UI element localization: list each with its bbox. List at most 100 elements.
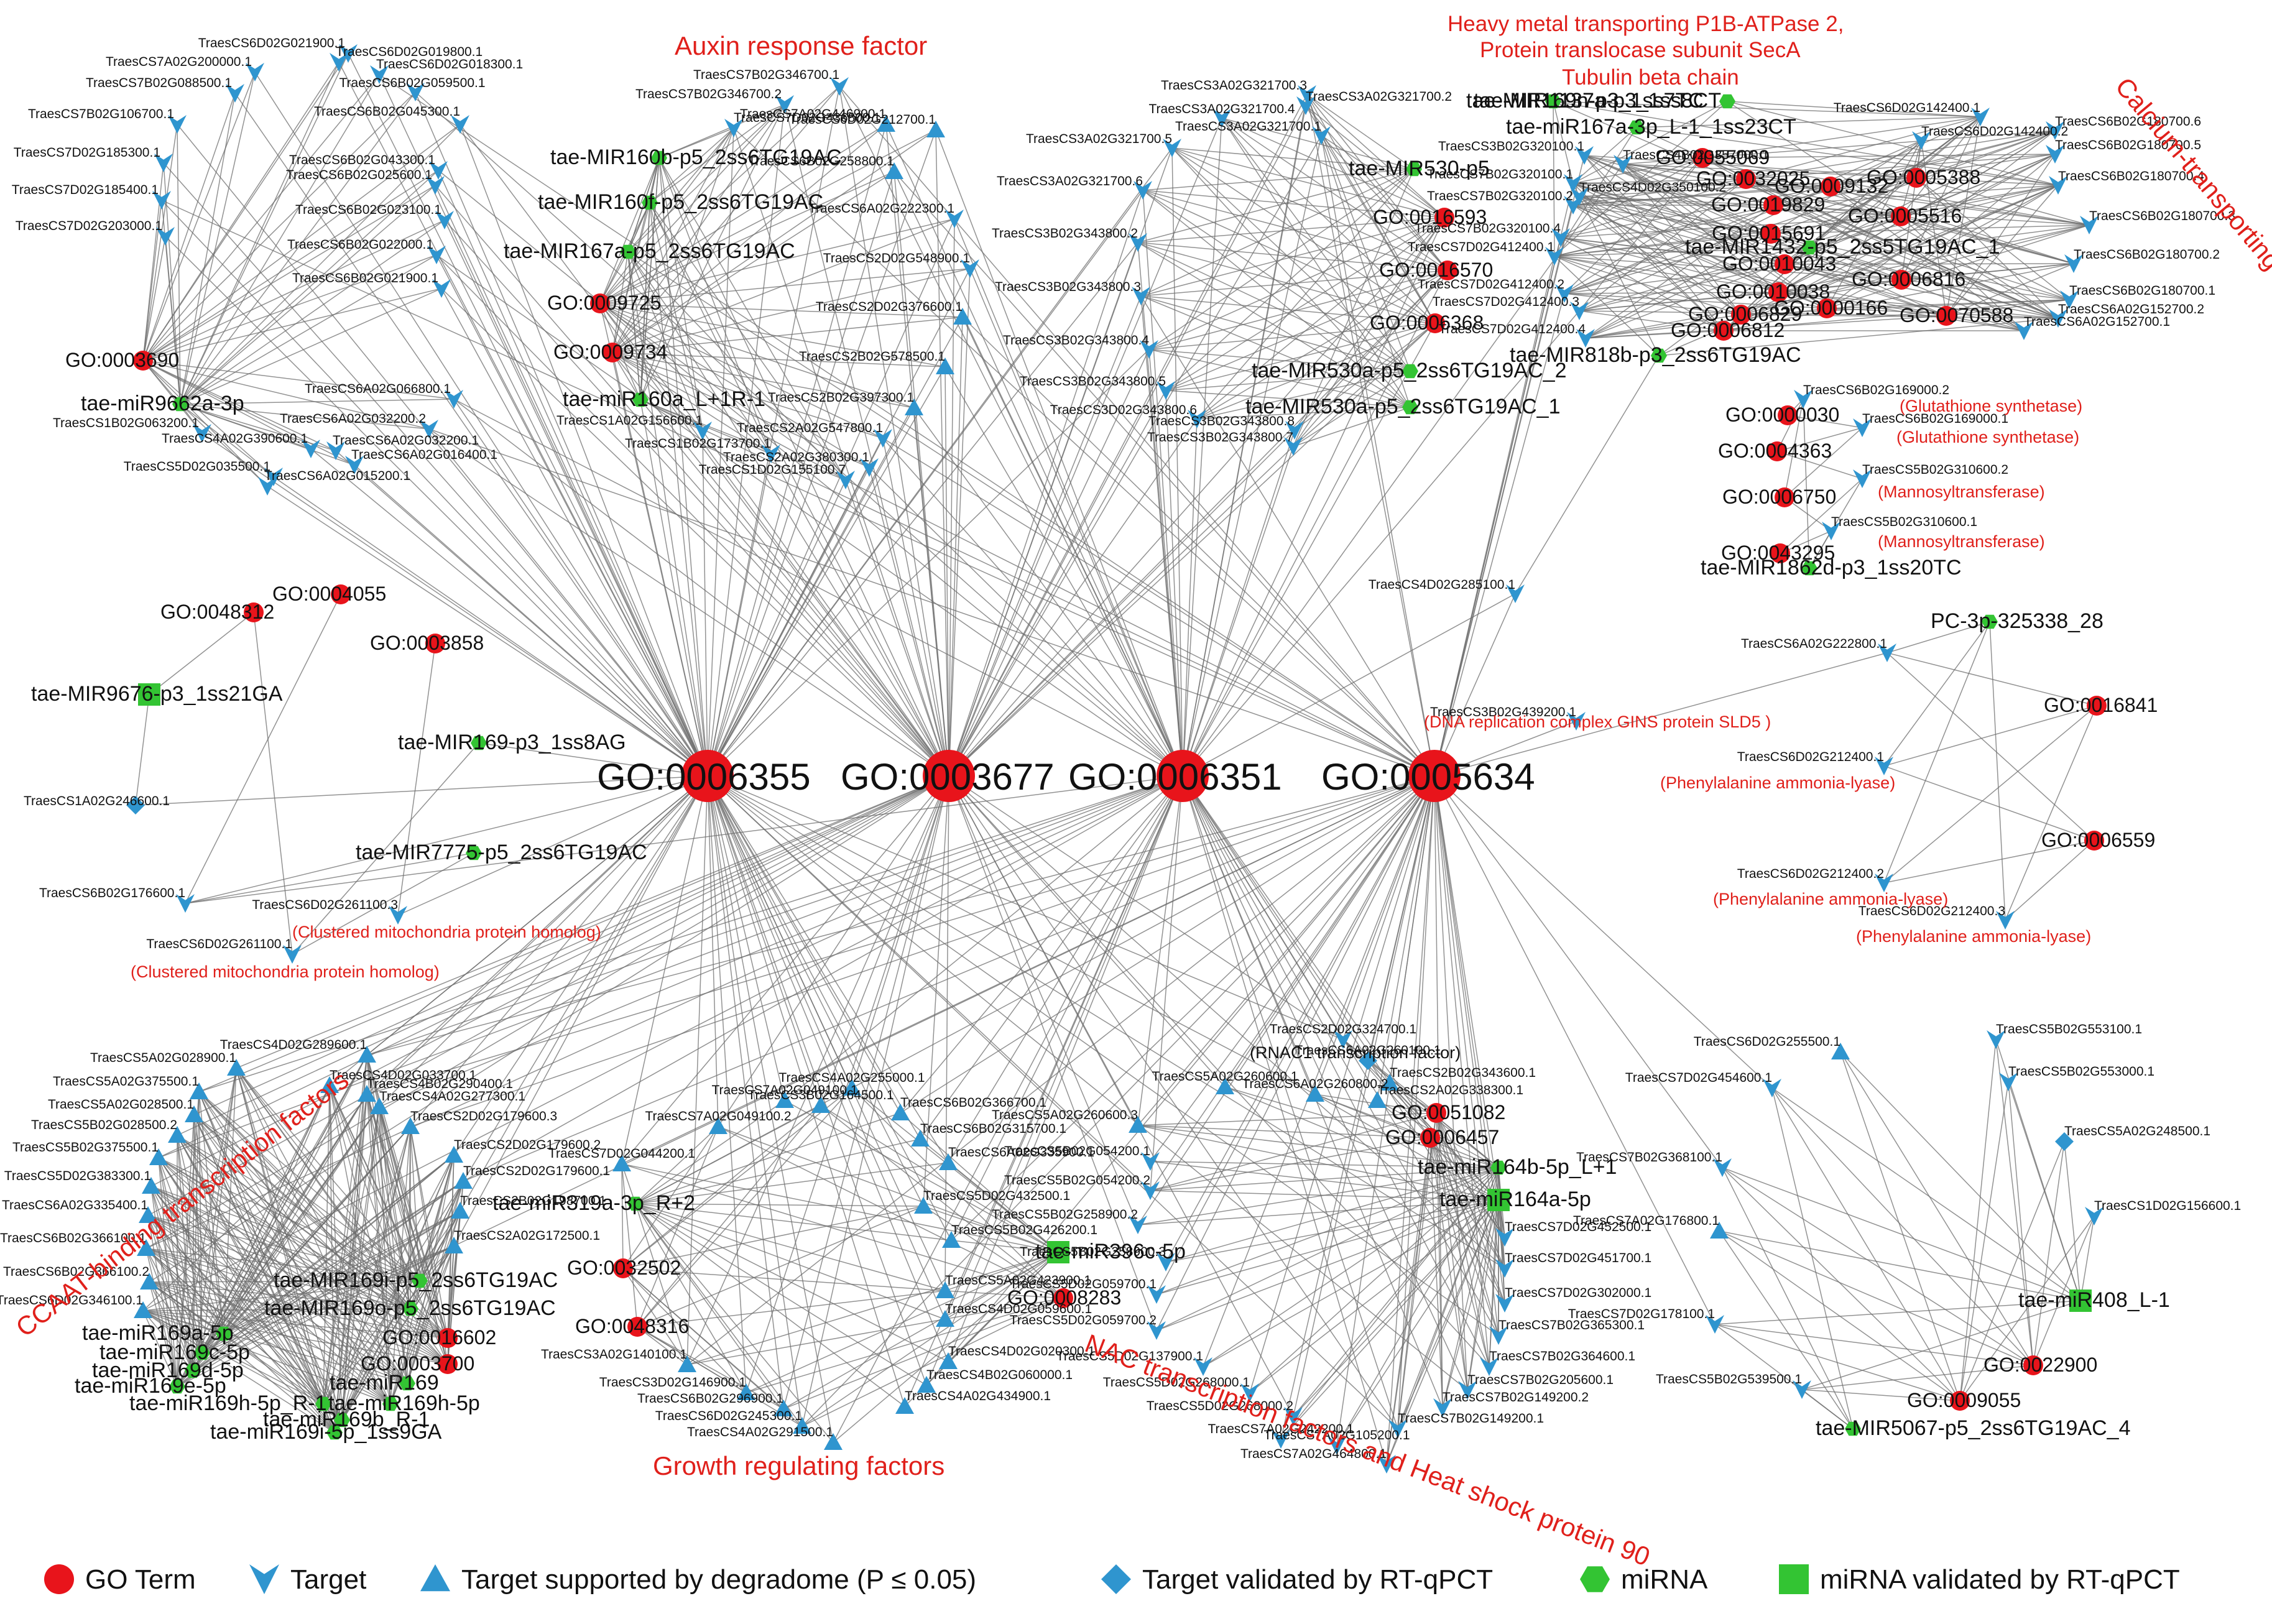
node-n182-circle-icon[interactable] bbox=[627, 1317, 647, 1337]
node-n042-hexagon-icon[interactable] bbox=[632, 392, 649, 407]
node-n215-down-chevron-icon[interactable] bbox=[1240, 1383, 1259, 1402]
node-n164-hexagon-icon[interactable] bbox=[382, 1396, 399, 1411]
node-n004-down-chevron-icon[interactable] bbox=[370, 65, 389, 84]
node-n074-down-chevron-icon[interactable] bbox=[2046, 121, 2064, 140]
node-n233-circle-icon[interactable] bbox=[2023, 1355, 2043, 1375]
node-n086-down-chevron-icon[interactable] bbox=[2064, 254, 2083, 273]
node-n010-down-chevron-icon[interactable] bbox=[429, 161, 448, 180]
node-n161-hexagon-icon[interactable] bbox=[169, 1379, 185, 1394]
node-n234-down-chevron-icon[interactable] bbox=[1793, 1380, 1811, 1399]
node-n026-down-chevron-icon[interactable] bbox=[258, 477, 277, 496]
node-n146-triangle-icon[interactable] bbox=[142, 1177, 160, 1194]
node-n160-hexagon-icon[interactable] bbox=[185, 1363, 201, 1378]
node-n018-hexagon-icon[interactable] bbox=[172, 397, 188, 412]
node-n040-circle-icon[interactable] bbox=[603, 343, 622, 362]
node-n230-down-chevron-icon[interactable] bbox=[2085, 1207, 2103, 1225]
node-n169-triangle-icon[interactable] bbox=[811, 1096, 830, 1113]
node-n067-down-chevron-icon[interactable] bbox=[1284, 437, 1303, 456]
node-n207-down-chevron-icon[interactable] bbox=[1157, 1253, 1175, 1271]
node-n177-triangle-icon[interactable] bbox=[942, 1231, 961, 1248]
node-n186-triangle-icon[interactable] bbox=[737, 1383, 755, 1400]
node-n206-down-chevron-icon[interactable] bbox=[1495, 1228, 1514, 1247]
node-n224-triangle-icon[interactable] bbox=[1831, 1043, 1850, 1059]
node-n108-circle-icon[interactable] bbox=[1778, 405, 1798, 425]
node-n155-hexagon-icon[interactable] bbox=[402, 1301, 418, 1316]
node-n103-down-chevron-icon[interactable] bbox=[1545, 247, 1564, 265]
node-n033-triangle-icon[interactable] bbox=[885, 162, 903, 179]
node-n201-down-chevron-icon[interactable] bbox=[1141, 1152, 1160, 1171]
node-n167-triangle-icon[interactable] bbox=[843, 1079, 861, 1096]
node-n059-down-chevron-icon[interactable] bbox=[1132, 287, 1150, 305]
node-n131-down-chevron-icon[interactable] bbox=[1875, 757, 1893, 775]
node-n055-down-chevron-icon[interactable] bbox=[1134, 181, 1152, 200]
node-n124-down-chevron-icon[interactable] bbox=[176, 894, 195, 913]
node-n032-hexagon-icon[interactable] bbox=[651, 150, 667, 165]
node-n094-circle-icon[interactable] bbox=[1714, 321, 1734, 341]
node-n228-diamond-icon[interactable] bbox=[2055, 1132, 2074, 1151]
node-n170-triangle-icon[interactable] bbox=[891, 1104, 910, 1120]
node-n104-down-chevron-icon[interactable] bbox=[1555, 284, 1574, 303]
node-n085-circle-icon[interactable] bbox=[1775, 254, 1794, 274]
node-n132-circle-icon[interactable] bbox=[2084, 831, 2104, 851]
node-n222-down-chevron-icon[interactable] bbox=[1377, 1455, 1396, 1474]
node-n152-triangle-icon[interactable] bbox=[140, 1273, 159, 1290]
node-n223-down-chevron-icon[interactable] bbox=[1987, 1030, 2005, 1049]
node-n226-down-chevron-icon[interactable] bbox=[1999, 1073, 2018, 1091]
node-n142-triangle-icon[interactable] bbox=[168, 1126, 187, 1143]
node-n236-hexagon-icon[interactable] bbox=[1845, 1421, 1861, 1436]
node-n153-hexagon-icon[interactable] bbox=[412, 1273, 428, 1288]
node-n034-hexagon-icon[interactable] bbox=[642, 195, 658, 210]
node-n130-circle-icon[interactable] bbox=[2087, 696, 2107, 716]
node-n030-down-chevron-icon[interactable] bbox=[724, 119, 743, 137]
node-n135-triangle-icon[interactable] bbox=[358, 1046, 376, 1063]
node-n217-down-chevron-icon[interactable] bbox=[1284, 1407, 1303, 1426]
hub-node-GO-0006351-circle-icon[interactable] bbox=[1157, 750, 1209, 802]
node-n011-down-chevron-icon[interactable] bbox=[426, 176, 445, 195]
node-n020-down-chevron-icon[interactable] bbox=[193, 424, 211, 443]
node-n185-triangle-icon[interactable] bbox=[939, 1352, 958, 1369]
node-n203-square-icon[interactable] bbox=[1487, 1189, 1510, 1211]
node-n062-hexagon-icon[interactable] bbox=[1402, 364, 1418, 379]
node-n219-down-chevron-icon[interactable] bbox=[1272, 1430, 1290, 1449]
node-n205-down-chevron-icon[interactable] bbox=[1129, 1216, 1147, 1234]
node-n218-down-chevron-icon[interactable] bbox=[1433, 1398, 1452, 1417]
node-n195-triangle-icon[interactable] bbox=[1216, 1077, 1234, 1094]
node-n199-triangle-icon[interactable] bbox=[1129, 1116, 1147, 1133]
node-n057-down-chevron-icon[interactable] bbox=[1129, 233, 1147, 252]
node-n064-hexagon-icon[interactable] bbox=[1402, 400, 1418, 415]
node-n039-triangle-icon[interactable] bbox=[953, 308, 972, 325]
hub-node-GO-0005634-circle-icon[interactable] bbox=[1408, 750, 1461, 802]
node-n008-down-chevron-icon[interactable] bbox=[451, 115, 469, 134]
node-n089-down-chevron-icon[interactable] bbox=[2060, 290, 2079, 309]
node-n037-down-chevron-icon[interactable] bbox=[961, 259, 979, 278]
node-n092-down-chevron-icon[interactable] bbox=[2049, 309, 2067, 328]
node-n162-hexagon-icon[interactable] bbox=[399, 1376, 415, 1391]
node-n204-down-chevron-icon[interactable] bbox=[1141, 1181, 1160, 1200]
node-n121-hexagon-icon[interactable] bbox=[471, 736, 487, 750]
node-n044-down-chevron-icon[interactable] bbox=[693, 422, 712, 440]
node-n179-circle-icon[interactable] bbox=[613, 1258, 633, 1278]
node-n229-triangle-icon[interactable] bbox=[1710, 1222, 1729, 1239]
node-n193-diamond-icon[interactable] bbox=[1359, 1051, 1377, 1070]
node-n150-triangle-icon[interactable] bbox=[137, 1239, 155, 1256]
node-n052-down-chevron-icon[interactable] bbox=[1312, 126, 1331, 145]
node-n049-down-chevron-icon[interactable] bbox=[1298, 85, 1316, 104]
node-n190-triangle-icon[interactable] bbox=[793, 1417, 811, 1434]
node-n079-down-chevron-icon[interactable] bbox=[2049, 176, 2067, 195]
node-n073-down-chevron-icon[interactable] bbox=[1912, 131, 1931, 150]
node-n175-hexagon-icon[interactable] bbox=[627, 1196, 644, 1211]
node-n122-diamond-icon[interactable] bbox=[126, 796, 145, 814]
node-n001-down-chevron-icon[interactable] bbox=[339, 44, 358, 63]
node-n031-triangle-icon[interactable] bbox=[926, 121, 945, 137]
node-n232-down-chevron-icon[interactable] bbox=[1706, 1315, 1724, 1334]
node-n139-triangle-icon[interactable] bbox=[358, 1085, 376, 1102]
node-n198-circle-icon[interactable] bbox=[1426, 1103, 1446, 1123]
node-n013-down-chevron-icon[interactable] bbox=[435, 211, 454, 229]
node-n046-down-chevron-icon[interactable] bbox=[762, 445, 780, 463]
node-n138-triangle-icon[interactable] bbox=[190, 1082, 208, 1099]
node-n023-down-chevron-icon[interactable] bbox=[326, 441, 345, 460]
node-n188-triangle-icon[interactable] bbox=[774, 1400, 793, 1416]
node-n194-triangle-icon[interactable] bbox=[1380, 1074, 1399, 1091]
node-n136-triangle-icon[interactable] bbox=[227, 1059, 246, 1076]
node-n196-triangle-icon[interactable] bbox=[1306, 1085, 1324, 1102]
